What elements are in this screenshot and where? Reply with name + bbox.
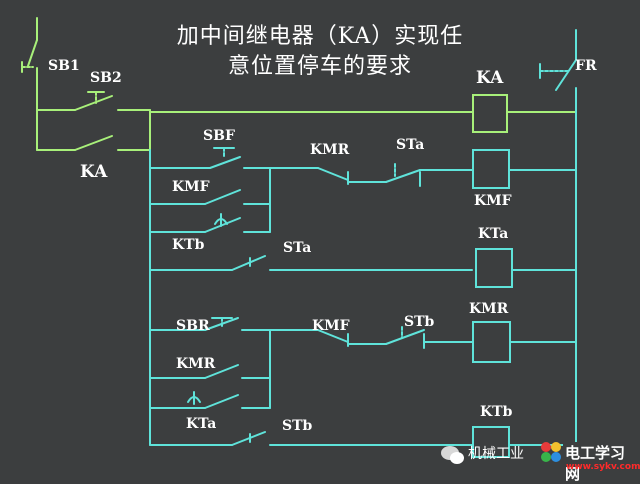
ka-contact-label: KA: [80, 162, 108, 182]
kmf-hold-contact: [204, 189, 241, 205]
kmf-nc-contact: [317, 329, 349, 343]
ktb-coil: [472, 426, 510, 458]
ka-contact: [74, 135, 113, 151]
stb-nc-contact: [385, 329, 425, 345]
sta-contact-label-2: STa: [283, 240, 312, 256]
kmr-nc-contact: [317, 167, 349, 181]
sb1-label: SB1: [48, 58, 80, 74]
kmr-coil: [472, 321, 511, 363]
kta-coil-label: KTa: [478, 226, 509, 242]
sbf-contact: [209, 156, 241, 169]
watermark-brand: 电工学习网: [563, 442, 638, 484]
kmr-coil-label: KMR: [469, 301, 509, 317]
watermark: 机械工业 电工学习网 www.sykv.com: [438, 440, 640, 484]
ktb-coil-label: KTb: [480, 404, 513, 420]
kmr-contact2-label: KMR: [176, 356, 216, 372]
sta-nc-contact: [385, 169, 421, 183]
stb-contact-label-1: STb: [404, 314, 435, 330]
title-line-1: 加中间继电器（KA）实现任: [176, 24, 464, 49]
title-line-2: 意位置停车的要求: [227, 54, 412, 79]
kta-delay-contact: [204, 394, 239, 409]
ktb-delay-contact: [204, 217, 241, 233]
watermark-text: 机械工业: [468, 446, 524, 462]
kmf-contact-label: KMF: [172, 179, 210, 195]
ka-coil: [472, 94, 508, 133]
ka-coil-label: KA: [476, 68, 504, 88]
sbr-label: SBR: [176, 318, 210, 334]
fr-contact: [555, 59, 577, 91]
kta-contact-label: KTa: [186, 416, 217, 432]
fr-label: FR: [575, 58, 597, 74]
kmr-hold-contact: [204, 364, 239, 379]
kmf-contact2-label: KMF: [312, 318, 350, 334]
sb2-contact: [74, 95, 113, 111]
stb-no-contact: [231, 431, 266, 446]
sb1-contact: [27, 39, 38, 67]
kmf-coil: [472, 149, 510, 189]
sta-no-contact: [231, 255, 266, 271]
sbf-label: SBF: [203, 128, 235, 144]
stb-contact-label-2: STb: [282, 418, 313, 434]
kta-coil: [475, 248, 513, 288]
sb2-label: SB2: [90, 70, 122, 86]
ktb-contact-label: KTb: [172, 237, 205, 253]
kmf-coil-label: KMF: [474, 193, 512, 209]
wechat-icon: [441, 442, 561, 464]
kmr-contact-label: KMR: [310, 142, 350, 158]
watermark-url: www.sykv.com: [566, 462, 640, 472]
sta-contact-label-1: STa: [396, 137, 425, 153]
